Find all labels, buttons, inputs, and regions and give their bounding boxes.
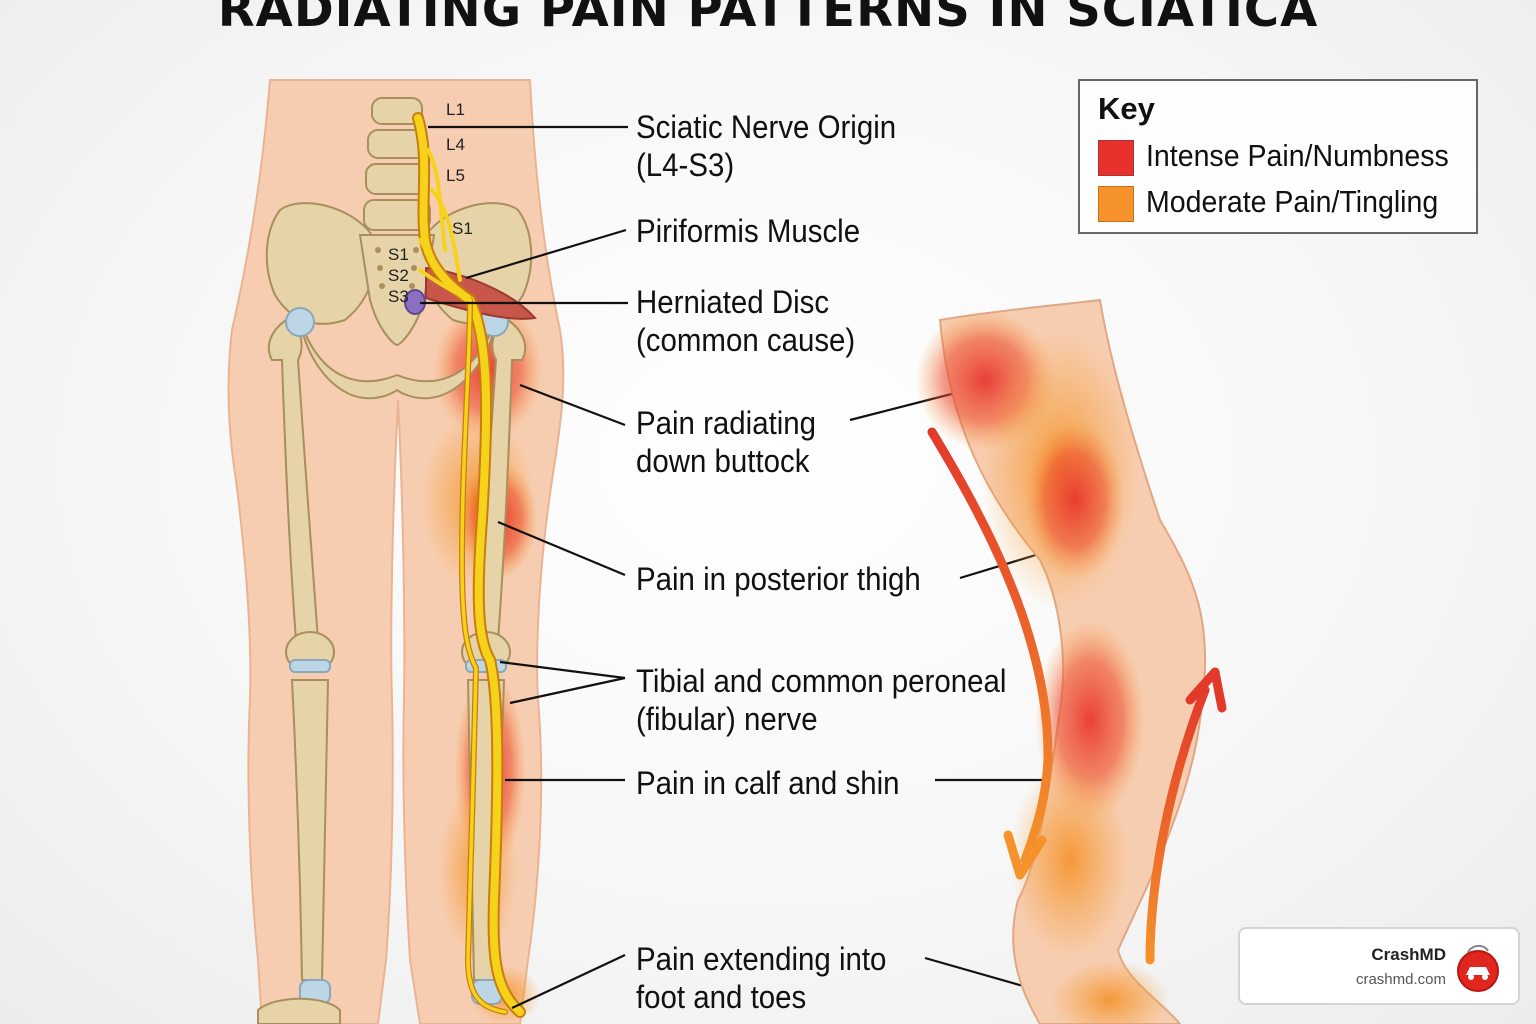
label-line: (L4-S3) [636,147,735,183]
brand-badge[interactable]: CrashMD crashmd.com [1238,927,1520,1005]
label-nerve-origin: Sciatic Nerve Origin (L4-S3) [636,108,896,184]
label-line: Pain radiating [636,405,817,441]
up-arrow-head [1185,667,1227,713]
label-line: (common cause) [636,322,856,358]
label-line: Herniated Disc [636,284,830,320]
vertebra-label: S1 [388,245,409,264]
label-calf: Pain in calf and shin [636,765,900,801]
label-line: down buttock [636,443,810,479]
sacral-foramina [375,247,419,289]
label-piriformis: Piriformis Muscle [636,213,861,249]
brand-name: CrashMD [1371,945,1446,964]
vertebra-label: S1 [452,219,473,238]
car-crash-icon [1457,945,1499,992]
diagram-title: RADIATING PAIN PATTERNS IN SCIATICA [217,0,1319,38]
label-line: foot and toes [636,979,807,1015]
vertebra-label: S2 [388,266,409,285]
label-line: Tibial and common peroneal [636,663,1007,699]
moderate-swatch [1098,186,1134,222]
brand-url[interactable]: crashmd.com [1355,971,1446,988]
legend-key: Key Intense Pain/Numbness Moderate Pain/… [1078,79,1478,234]
down-arrow [927,427,1053,865]
vertebra-label: L5 [446,166,465,185]
label-buttock: Pain radiating down buttock [636,404,816,480]
vertebra-label: L4 [446,135,465,154]
key-title: Key [1098,91,1155,126]
side-leg [915,298,1206,1024]
label-tibial-nerve: Tibial and common peroneal (fibular) ner… [636,662,1006,738]
down-arrow-head [1003,830,1047,880]
label-line: (fibular) nerve [636,701,818,737]
vertebra-label: S3 [388,287,409,306]
key-item-label: Moderate Pain/Tingling [1146,184,1439,219]
key-item-label: Intense Pain/Numbness [1146,138,1449,173]
intense-swatch [1098,140,1134,176]
vertebra-label: L1 [446,100,465,119]
label-herniated-disc: Herniated Disc (common cause) [636,283,855,359]
up-arrow [1145,685,1210,965]
label-foot: Pain extending into foot and toes [636,940,886,1016]
sciatic-nerve [412,112,526,1018]
pain-direction-arrows [927,427,1227,965]
label-line: Pain extending into [636,941,887,977]
label-thigh: Pain in posterior thigh [636,561,921,597]
label-line: Sciatic Nerve Origin [636,109,897,145]
